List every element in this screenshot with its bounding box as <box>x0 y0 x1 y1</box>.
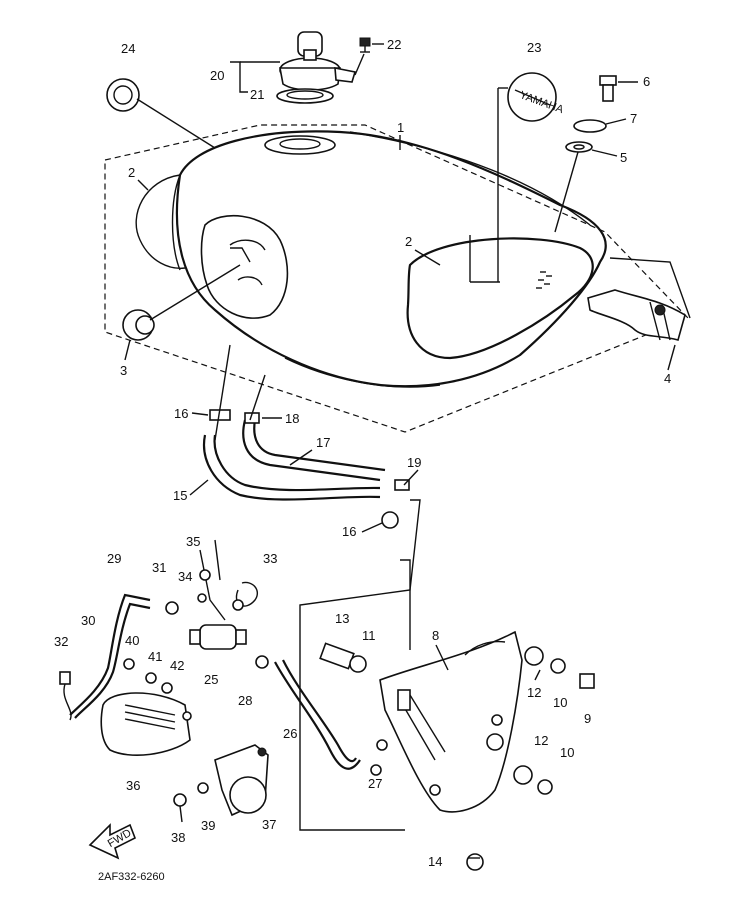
mounting-plate <box>573 119 607 133</box>
part-number-12-lower: 12 <box>534 733 548 748</box>
drawing-code: 2AF332-6260 <box>98 871 165 883</box>
cap-screw <box>359 37 371 53</box>
fuel-cap-cover <box>106 78 140 112</box>
part-number-41: 41 <box>148 649 162 664</box>
part-number-29: 29 <box>107 551 121 566</box>
callout-leaders <box>124 43 691 859</box>
side-cover <box>379 630 523 813</box>
part-number-4: 4 <box>664 371 671 386</box>
emblem-gasket-right <box>469 235 500 283</box>
tank-vents <box>536 271 552 289</box>
part-number-21: 21 <box>250 87 264 102</box>
part-callouts: 1 2 2 3 4 5 6 7 8 9 10 10 11 12 12 13 14… <box>54 37 671 869</box>
pump-screws <box>173 782 209 823</box>
part-number-20: 20 <box>210 68 224 83</box>
leader-lines <box>199 344 421 831</box>
part-number-40: 40 <box>125 633 139 648</box>
mounting-washer <box>565 141 593 153</box>
part-number-6: 6 <box>643 74 650 89</box>
part-number-35: 35 <box>186 534 200 549</box>
part-number-16-upper: 16 <box>174 406 188 421</box>
part-number-16-lower: 16 <box>342 524 356 539</box>
emblem-gasket-left <box>135 174 186 269</box>
part-number-17: 17 <box>316 435 330 450</box>
part-number-42: 42 <box>170 658 184 673</box>
mounting-bolt <box>599 75 617 102</box>
fuel-pump <box>214 744 269 817</box>
part-number-34: 34 <box>178 569 192 584</box>
side-cover-grommets <box>513 646 595 795</box>
part-number-24: 24 <box>121 41 135 56</box>
pump-cover <box>100 692 192 756</box>
fuel-tank <box>104 124 690 433</box>
hose-clamp-33 <box>232 581 259 611</box>
part-number-1: 1 <box>397 120 404 135</box>
fuel-hose-15 <box>202 434 381 501</box>
tank-emblem: YAMAHA <box>507 72 566 122</box>
part-number-38: 38 <box>171 830 185 845</box>
part-number-2-right: 2 <box>405 234 412 249</box>
part-number-9: 9 <box>584 711 591 726</box>
part-number-10-upper: 10 <box>553 695 567 710</box>
part-number-39: 39 <box>201 818 215 833</box>
hose-clips <box>209 409 410 529</box>
part-number-5: 5 <box>620 150 627 165</box>
part-number-37: 37 <box>262 817 276 832</box>
part-number-19: 19 <box>407 455 421 470</box>
part-number-30: 30 <box>81 613 95 628</box>
part-number-31: 31 <box>152 560 166 575</box>
fuel-hose-26 <box>255 655 361 770</box>
part-number-36: 36 <box>126 778 140 793</box>
rubber-damper <box>122 309 155 341</box>
part-number-32: 32 <box>54 634 68 649</box>
tank-rear-bracket <box>587 289 686 341</box>
fuel-cap <box>276 31 357 104</box>
part-number-33: 33 <box>263 551 277 566</box>
fuel-hose-17 <box>242 419 386 482</box>
part-number-10-lower: 10 <box>560 745 574 760</box>
part-number-22: 22 <box>387 37 401 52</box>
part-number-14: 14 <box>428 854 442 869</box>
part-number-3: 3 <box>120 363 127 378</box>
fwd-arrow: FWD <box>88 823 137 860</box>
fuel-filter <box>165 601 247 650</box>
part-number-13: 13 <box>335 611 349 626</box>
drain-tube <box>59 593 151 721</box>
part-number-15: 15 <box>173 488 187 503</box>
part-number-7: 7 <box>630 111 637 126</box>
part-number-25: 25 <box>204 672 218 687</box>
part-number-2-left: 2 <box>128 165 135 180</box>
part-number-18: 18 <box>285 411 299 426</box>
part-number-11: 11 <box>362 628 376 643</box>
part-number-28: 28 <box>238 693 252 708</box>
part-number-26: 26 <box>283 726 297 741</box>
part-number-8: 8 <box>432 628 439 643</box>
part-number-12-upper: 12 <box>527 685 541 700</box>
part-number-27: 27 <box>368 776 382 791</box>
small-fittings <box>123 569 211 694</box>
part-number-23: 23 <box>527 40 541 55</box>
